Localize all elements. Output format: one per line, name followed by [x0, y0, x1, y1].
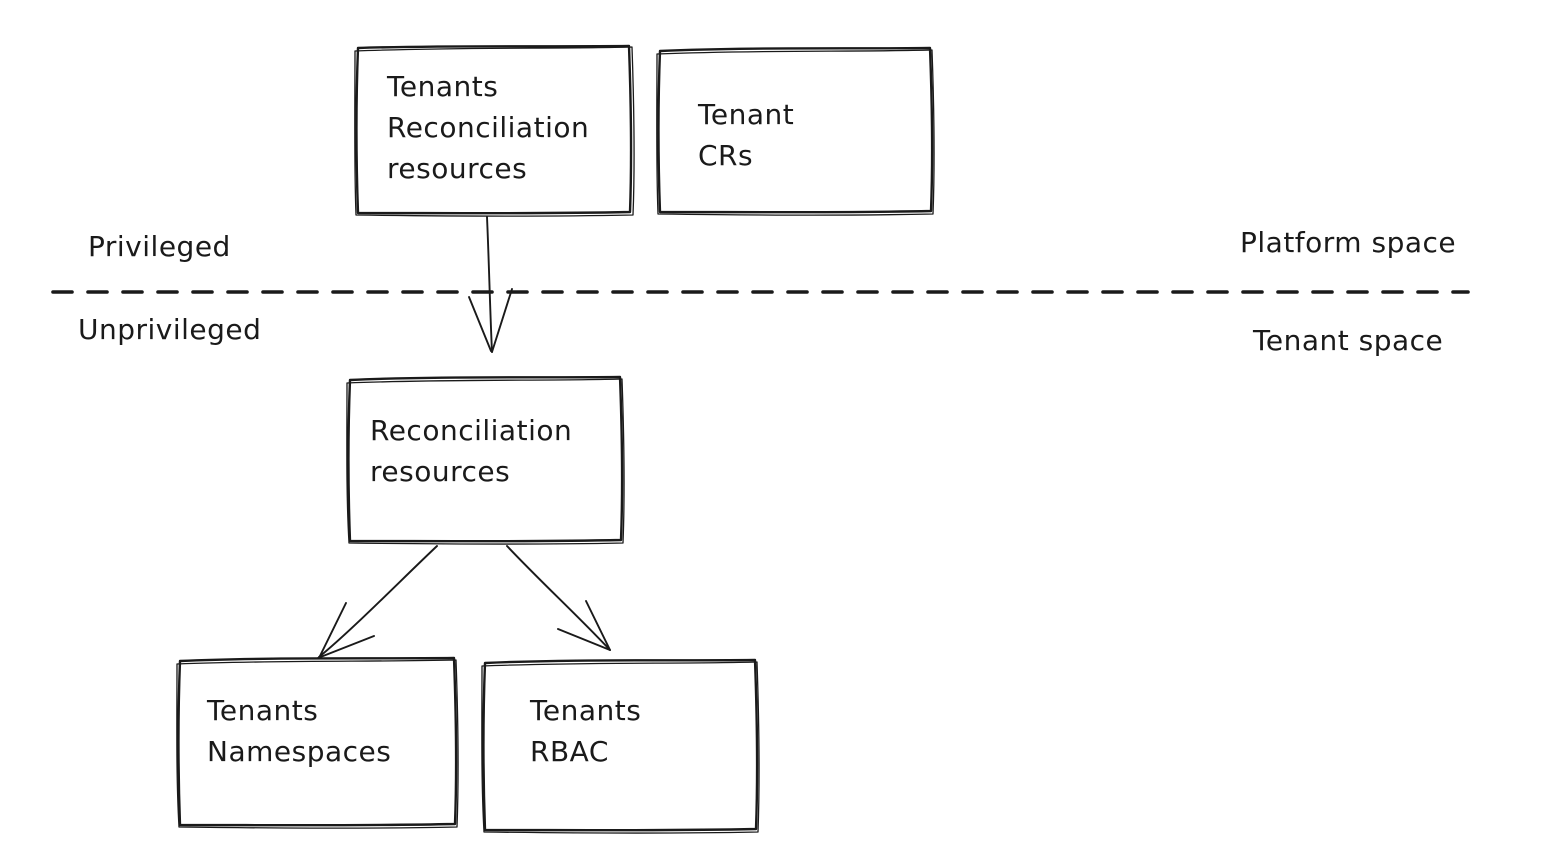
box-text-tenants-rbac[interactable]: Tenants RBAC — [530, 694, 642, 768]
box-text-tenants-namespaces[interactable]: Tenants Namespaces — [207, 694, 392, 768]
box-text-reconciliation-resources[interactable]: Reconciliation resources — [370, 414, 573, 488]
label-tenant-space[interactable]: Tenant space — [1253, 324, 1444, 357]
box-outline-tenants-rbac[interactable] — [481, 658, 760, 834]
arrow-reconciliation-to-namespaces[interactable] — [317, 545, 438, 659]
label-platform-space[interactable]: Platform space — [1240, 226, 1457, 259]
box-outline-tenants-namespaces[interactable] — [176, 656, 459, 829]
box-outline-tenants-reconciliation-resources[interactable] — [354, 44, 635, 217]
label-privileged[interactable]: Privileged — [88, 230, 231, 263]
box-outline-tenant-crs[interactable] — [656, 46, 935, 216]
box-text-tenants-reconciliation-resources[interactable]: Tenants Reconciliation resources — [387, 70, 590, 185]
arrow-reconciliation-to-rbac[interactable] — [506, 545, 611, 651]
box-outline-reconciliation-resources[interactable] — [346, 375, 625, 545]
arrow-tenants-reconciliation-to-reconciliation[interactable] — [468, 216, 513, 353]
box-text-tenant-crs[interactable]: Tenant CRs — [698, 98, 795, 172]
label-unprivileged[interactable]: Unprivileged — [78, 313, 262, 346]
